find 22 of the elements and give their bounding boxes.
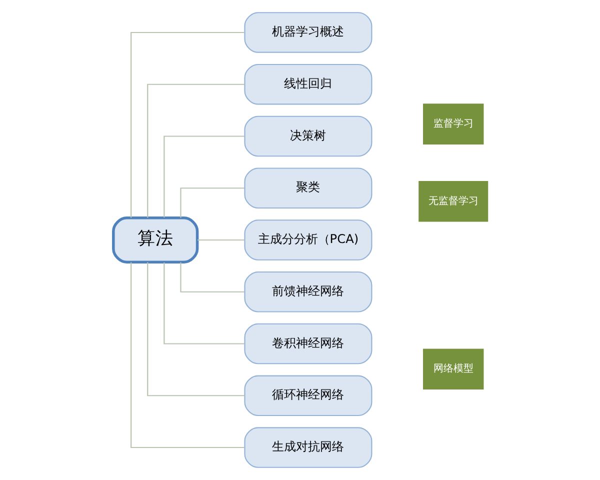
node-box: 线性回归 [244, 64, 372, 105]
node-box: 机器学习概述 [244, 12, 372, 53]
node-box: 决策树 [244, 116, 372, 157]
node-box: 监督学习 [422, 104, 484, 145]
node-box: 无监督学习 [418, 180, 488, 222]
connector [163, 136, 244, 218]
node-box: 算法 [112, 216, 198, 264]
connector [146, 84, 244, 218]
node-box: 网络模型 [422, 348, 484, 390]
connector [146, 262, 244, 396]
connector [180, 262, 244, 292]
connector [130, 32, 244, 218]
node-box: 聚类 [244, 168, 372, 209]
node-box: 主成分分析（PCA) [244, 220, 372, 260]
connector [163, 262, 244, 344]
node-box: 循环神经网络 [244, 375, 372, 416]
connector [180, 188, 244, 218]
connector [130, 262, 244, 448]
node-box: 卷积神经网络 [244, 323, 372, 364]
connector [197, 239, 244, 241]
node-box: 生成对抗网络 [244, 427, 372, 468]
node-box: 前馈神经网络 [244, 271, 372, 312]
